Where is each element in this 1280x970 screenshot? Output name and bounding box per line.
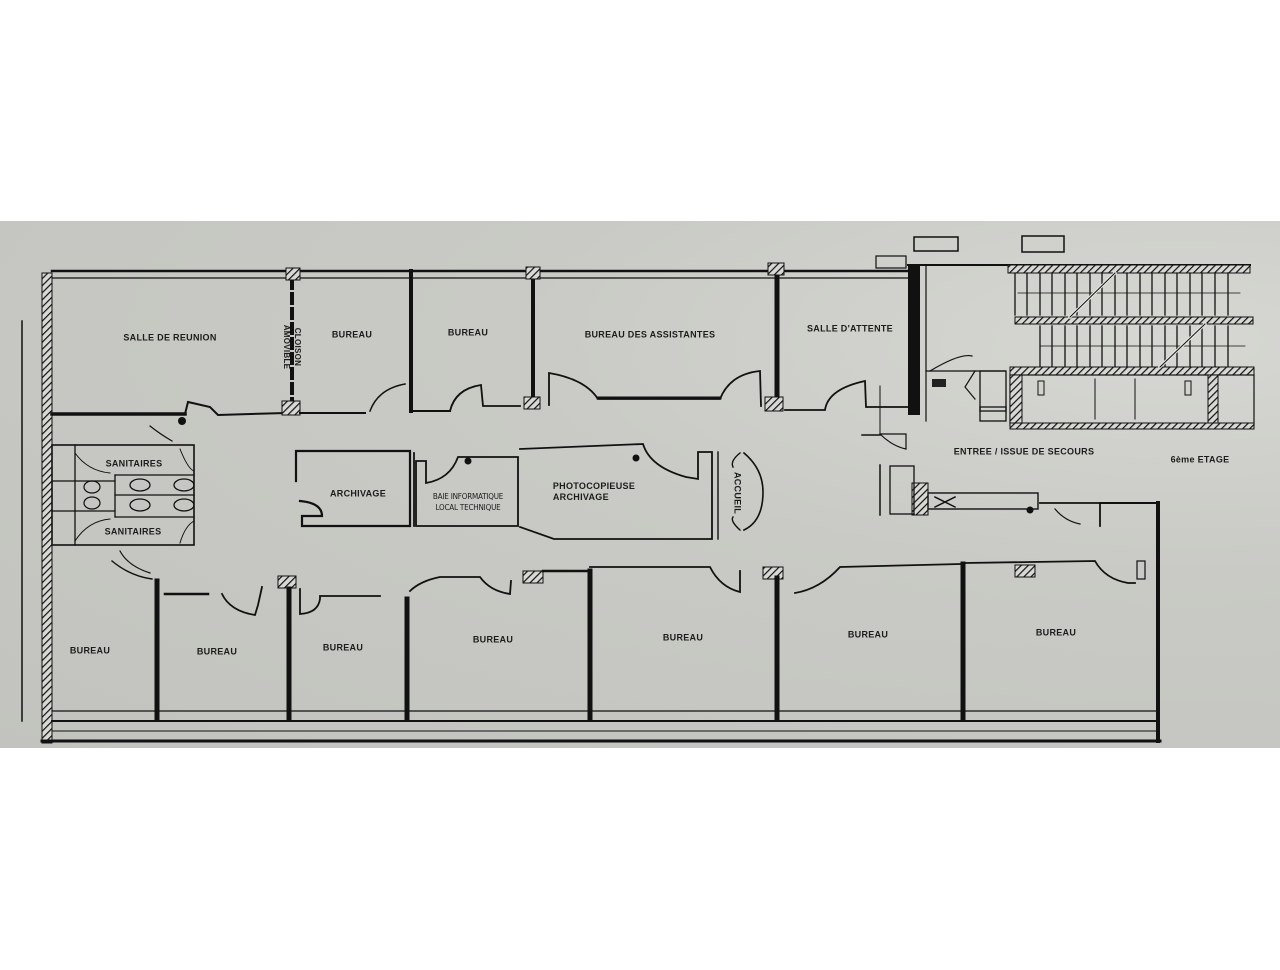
floor-plan-drawing	[21, 235, 1255, 744]
room-label-sanitaires-1: SANITAIRES	[105, 458, 163, 469]
room-label-bureau-bottom-2: BUREAU	[196, 646, 238, 657]
room-label-bureau-bottom-4: BUREAU	[472, 634, 514, 645]
room-label-photocopieuse: PHOTOCOPIEUSE ARCHIVAGE	[553, 481, 635, 503]
room-label-entree: ENTREE / ISSUE DE SECOURS	[953, 446, 1095, 457]
room-label-salle-reunion: SALLE DE REUNION	[123, 332, 217, 343]
room-label-bureau-bottom-6: BUREAU	[847, 629, 889, 640]
floor-level-label: 6ème ETAGE	[1170, 454, 1230, 465]
room-label-bureau-bottom-3: BUREAU	[322, 642, 364, 653]
partition-label: CLOISON AMOVIBLE	[281, 325, 303, 370]
room-label-bureau-top-1: BUREAU	[331, 329, 373, 340]
room-label-archivage: ARCHIVAGE	[329, 488, 387, 499]
room-label-accueil: ACCUEIL	[732, 471, 743, 515]
floor-plan-photo: SALLE DE REUNION CLOISON AMOVIBLE BUREAU…	[0, 221, 1280, 748]
room-label-bureau-bottom-7: BUREAU	[1035, 627, 1077, 638]
partition-label-line-2: AMOVIBLE	[282, 324, 291, 370]
room-label-bureau-top-2: BUREAU	[447, 327, 489, 338]
baie-label-line-2: LOCAL TECHNIQUE	[435, 503, 501, 512]
photocopieuse-label-line-1: PHOTOCOPIEUSE	[552, 481, 636, 491]
room-label-salle-attente: SALLE D'ATTENTE	[807, 323, 893, 334]
room-label-bureau-assistantes: BUREAU DES ASSISTANTES	[584, 329, 716, 340]
photocopieuse-label-line-2: ARCHIVAGE	[552, 492, 609, 502]
room-label-bureau-bottom-1: BUREAU	[69, 645, 111, 656]
room-label-bureau-bottom-5: BUREAU	[662, 632, 704, 643]
room-label-baie-informatique: BAIE INFORMATIQUE LOCAL TECHNIQUE	[433, 491, 503, 513]
room-label-sanitaires-2: SANITAIRES	[104, 526, 162, 537]
partition-label-line-1: CLOISON	[293, 327, 302, 367]
baie-label-line-1: BAIE INFORMATIQUE	[432, 492, 504, 501]
